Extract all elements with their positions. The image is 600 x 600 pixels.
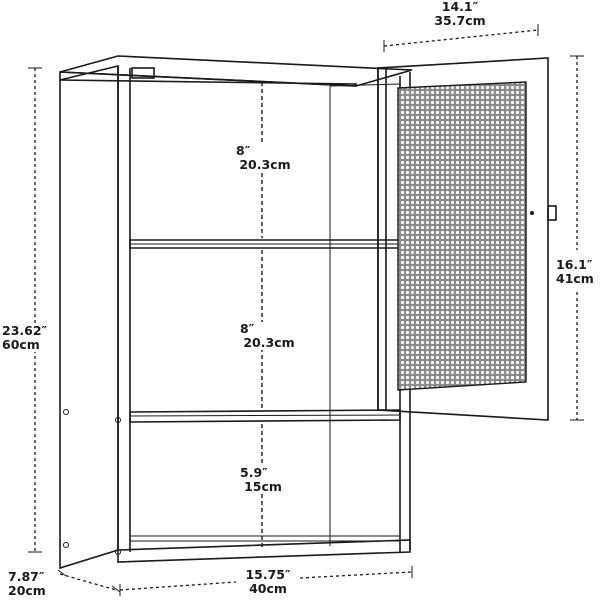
middle-shelf-cm: 20.3cm <box>243 335 295 350</box>
total-height-cm: 60cm <box>2 337 40 352</box>
top-width-dimension-line <box>383 24 539 52</box>
upper-shelf-inches: 8″ <box>236 143 251 158</box>
upper-shelf-cm: 20.3cm <box>239 157 291 172</box>
width-label: 15.75″ 40cm <box>238 568 298 596</box>
cabinet-door <box>377 57 549 421</box>
door-knob <box>530 205 557 221</box>
total-height-label: 23.62″ 60cm <box>2 323 48 352</box>
depth-cm: 20cm <box>8 583 46 598</box>
bottom-shelf-label: 5.9″ 15cm <box>238 466 288 494</box>
width-dimension-line <box>119 566 413 596</box>
width-cm: 40cm <box>249 581 287 596</box>
door-height-cm: 41cm <box>556 271 594 286</box>
width-inches: 15.75″ <box>245 567 291 582</box>
cabinet-left-side-panel <box>59 64 121 570</box>
bottom-shelf-cm: 15cm <box>244 479 282 494</box>
depth-label: 7.87″ 20cm <box>8 570 46 598</box>
depth-inches: 7.87″ <box>8 569 45 584</box>
bottom-shelf-inches: 5.9″ <box>240 465 268 480</box>
upper-shelf <box>129 239 401 249</box>
depth-dimension-line <box>57 569 121 593</box>
cabinet-top-board <box>59 55 413 87</box>
middle-shelf-inches: 8″ <box>240 321 255 336</box>
middle-shelf-label: 8″ 20.3cm <box>236 322 302 350</box>
door-height-dimension-line <box>570 55 584 421</box>
upper-shelf-label: 8″ 20.3cm <box>232 144 298 172</box>
hinge-plate <box>131 67 155 79</box>
door-height-inches: 16.1″ <box>556 257 593 272</box>
height-dimension-line <box>28 67 42 553</box>
middle-shelf <box>129 409 401 423</box>
total-height-inches: 23.62″ <box>2 323 48 338</box>
top-width-inches: 14.1″ <box>441 0 479 14</box>
door-height-label: 16.1″ 41cm <box>556 258 594 286</box>
bottom-board <box>117 535 411 563</box>
top-width-cm: 35.7cm <box>434 13 486 28</box>
top-width-label: 14.1″ 35.7cm <box>430 0 490 28</box>
